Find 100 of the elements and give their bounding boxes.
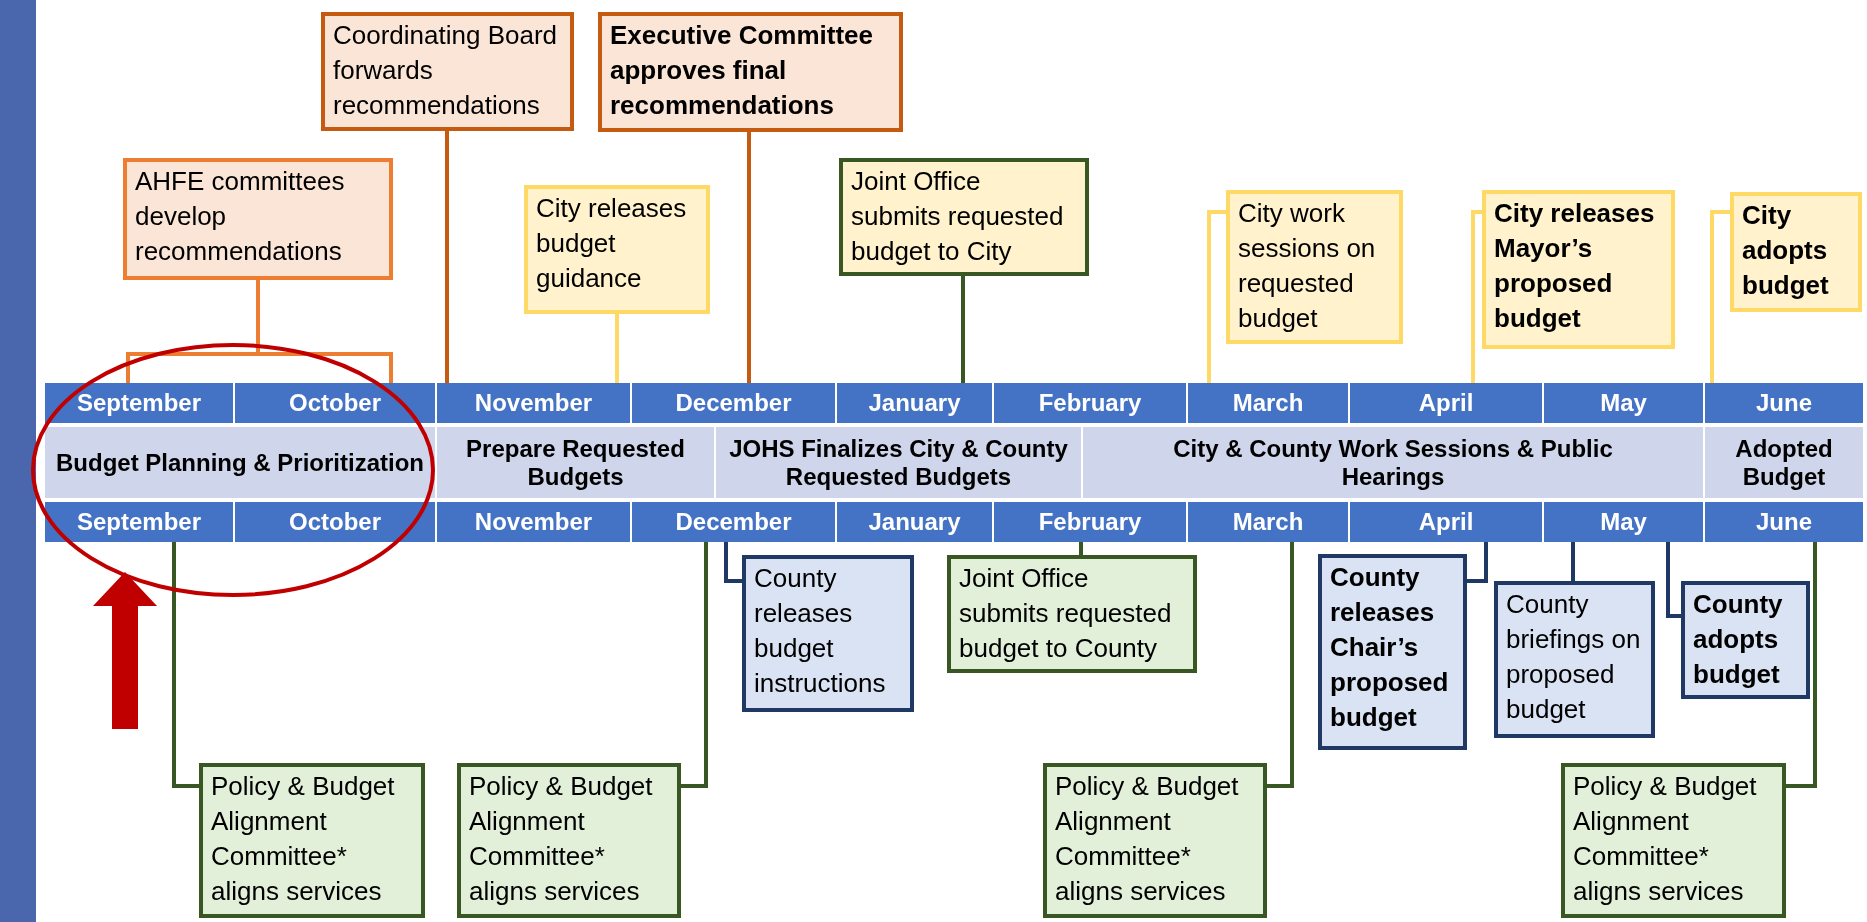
callout-text: Executive Committee approves final recommendations [610, 19, 874, 122]
month-label: September [76, 508, 201, 536]
callout-text: City releases Mayor’s proposed budget [1494, 197, 1656, 335]
connector-line [1467, 542, 1488, 583]
phase-label: JOHS Finalizes City & County Requested Budgets [728, 434, 1069, 491]
callout-text: County adopts budget [1693, 588, 1784, 691]
month-label: December [675, 389, 792, 417]
month-cell [994, 383, 1186, 423]
phase-label: Adopted Budget [1734, 434, 1834, 491]
connector-line [445, 131, 449, 383]
callout-text: Joint Office submits requested budget to City [851, 165, 1065, 268]
connector-line [1571, 542, 1575, 581]
month-cell [632, 502, 835, 542]
month-label: February [1038, 389, 1142, 417]
callout-box [123, 158, 393, 280]
callout-box [524, 185, 710, 314]
callout-box [1318, 554, 1467, 750]
callout-text: Policy & Budget Alignment Committee* aligns services [1055, 770, 1240, 908]
callout-text: AHFE committees develop recommendations [135, 165, 346, 268]
phase-label: City & County Work Sessions & Public Hearings [1172, 434, 1614, 491]
month-label: January [868, 389, 961, 417]
month-label: April [1418, 508, 1474, 536]
month-label: February [1038, 508, 1142, 536]
month-label: October [289, 508, 381, 536]
callout-text: Policy & Budget Alignment Committee* aligns services [469, 770, 654, 908]
phase-label: Budget Planning & Prioritization [56, 448, 424, 477]
connector-line [1710, 210, 1730, 383]
month-cell [1544, 383, 1703, 423]
callout-text: Coordinating Board forwards recommendations [333, 19, 559, 122]
callout-box [742, 555, 914, 712]
month-cell [1188, 383, 1348, 423]
connector-line [1267, 542, 1294, 788]
connector-line [1207, 210, 1226, 383]
connector-line [172, 542, 199, 788]
connector-line [615, 314, 619, 383]
callout-box [199, 763, 425, 918]
month-label: September [76, 389, 201, 417]
callout-text: Policy & Budget Alignment Committee* aligns services [211, 770, 396, 908]
month-label: March [1232, 389, 1304, 417]
callout-box [1681, 581, 1810, 699]
month-label: May [1600, 389, 1647, 417]
month-cell [1705, 383, 1863, 423]
callout-text: County briefings on proposed budget [1506, 588, 1642, 726]
callout-text: City releases budget guidance [536, 192, 688, 295]
connector-line [1079, 542, 1083, 555]
month-cell [994, 502, 1186, 542]
callout-box [839, 158, 1089, 276]
callout-text: City adopts budget [1742, 199, 1830, 302]
callout-text: Policy & Budget Alignment Committee* aligns services [1573, 770, 1758, 908]
month-label: November [474, 389, 593, 417]
month-cell [632, 383, 835, 423]
month-cell [235, 383, 435, 423]
callout-box [1561, 763, 1786, 918]
callout-box [1043, 763, 1267, 918]
phase-cell [1083, 427, 1703, 498]
month-cell [437, 383, 630, 423]
month-label: March [1232, 508, 1304, 536]
callout-box [1482, 190, 1675, 349]
callout-text: City work sessions on requested budget [1238, 197, 1377, 335]
callout-text: County releases Chair’s proposed budget [1330, 561, 1450, 734]
month-cell [437, 502, 630, 542]
callout-box [1494, 581, 1655, 738]
phase-cell [437, 427, 714, 498]
month-cell [1544, 502, 1703, 542]
month-cell [45, 502, 233, 542]
callout-box [457, 763, 681, 918]
month-label: April [1418, 389, 1474, 417]
month-label: June [1756, 508, 1812, 536]
connector-line [724, 542, 742, 583]
month-cell [837, 383, 992, 423]
connector-line [961, 276, 965, 383]
month-label: May [1600, 508, 1647, 536]
month-cell [1350, 383, 1542, 423]
month-cell [235, 502, 435, 542]
month-cell [45, 383, 233, 423]
month-label: June [1756, 389, 1812, 417]
phase-cell [45, 427, 435, 498]
connector-line [681, 542, 708, 788]
phase-label: Prepare Requested Budgets [465, 434, 686, 491]
callout-box [1226, 190, 1403, 344]
callout-text: County releases budget instructions [754, 562, 887, 700]
month-cell [837, 502, 992, 542]
month-label: December [675, 508, 792, 536]
callout-box [321, 12, 574, 131]
month-cell [1188, 502, 1348, 542]
connector-line [1471, 210, 1482, 383]
callout-box [598, 12, 903, 132]
month-cell [1350, 502, 1542, 542]
connector-line [1666, 542, 1681, 618]
phase-cell [716, 427, 1081, 498]
connector-line [1786, 542, 1817, 788]
month-label: October [289, 389, 381, 417]
connector-line [747, 132, 751, 383]
callout-text: Joint Office submits requested budget to County [959, 562, 1173, 665]
month-label: January [868, 508, 961, 536]
month-cell [1705, 502, 1863, 542]
callout-box [1730, 192, 1862, 312]
phase-cell [1705, 427, 1863, 498]
side-bar [0, 0, 36, 922]
callout-box [947, 555, 1197, 673]
